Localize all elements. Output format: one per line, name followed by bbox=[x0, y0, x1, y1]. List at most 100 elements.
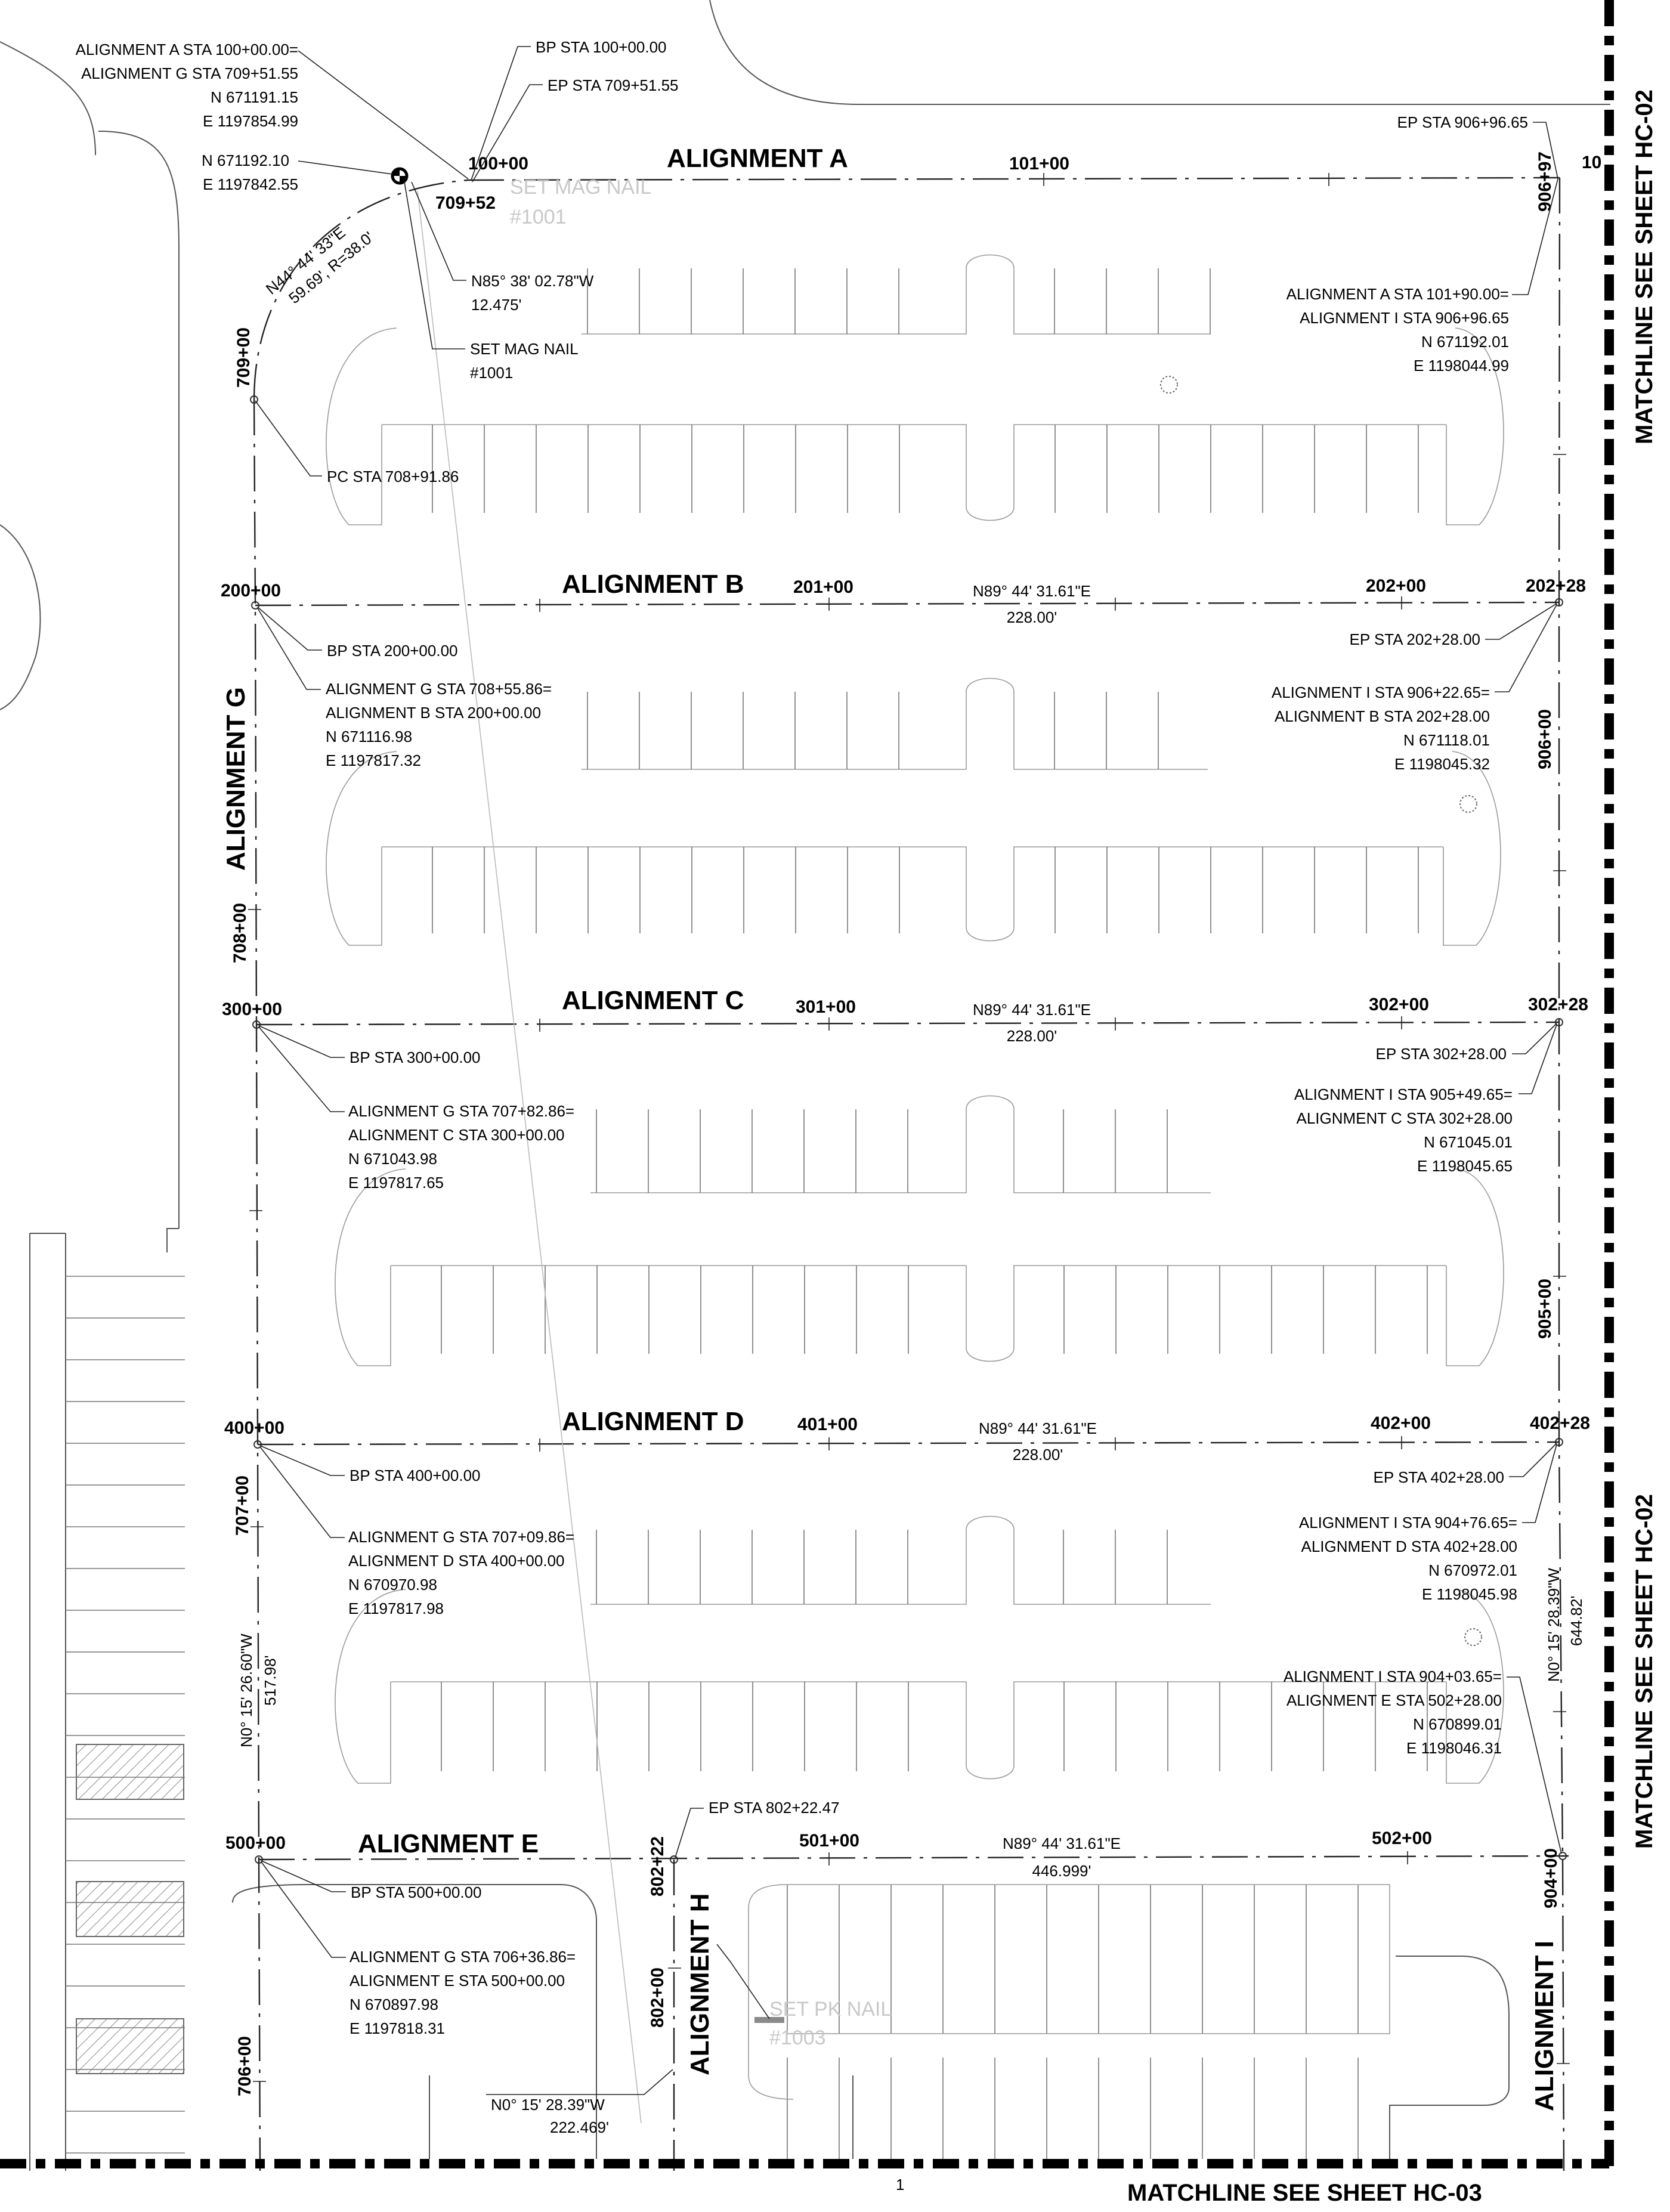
leader-b-start bbox=[257, 608, 321, 690]
callout-b-end-line-4: E 1198045.32 bbox=[1394, 755, 1490, 773]
leader-bp-300 bbox=[258, 1025, 345, 1058]
lot-1-left-curve bbox=[326, 327, 397, 525]
station-e502: 502+00 bbox=[1372, 1829, 1432, 1848]
station-a101: 101+00 bbox=[1009, 154, 1069, 174]
bearing-g-line-1: N0° 15' 26.60"W bbox=[237, 1634, 255, 1747]
lower-island-right bbox=[1389, 1956, 1510, 2159]
callout-mag-ghost-1: SET MAG NAIL bbox=[510, 176, 651, 199]
lot-3-left-curve bbox=[335, 1168, 406, 1366]
site-linework bbox=[0, 0, 1610, 2171]
callout-pt-ne-line-1: N 671192.10 bbox=[202, 151, 289, 169]
leader-ep-202 bbox=[1485, 603, 1557, 640]
callout-d-end-line-4: E 1198045.98 bbox=[1422, 1585, 1517, 1603]
alignment-i-title: ALIGNMENT I bbox=[1530, 1941, 1559, 2111]
station-i90400: 904+00 bbox=[1541, 1848, 1561, 1908]
alignment-g-title: ALIGNMENT G bbox=[221, 687, 250, 871]
lot-2-left-curve bbox=[326, 751, 397, 946]
callout-mag-tie: N85° 38' 02.78"W 12.475' bbox=[471, 272, 594, 314]
tree-symbol-0 bbox=[1160, 376, 1178, 394]
callout-d-start-line-2: ALIGNMENT D STA 400+00.00 bbox=[348, 1552, 565, 1570]
bearing-c-line-2: 228.00' bbox=[1007, 1027, 1057, 1045]
leader-b-end bbox=[1495, 604, 1557, 692]
callout-b-start-line-2: ALIGNMENT B STA 200+00.00 bbox=[326, 704, 541, 722]
station-labels: 100+00 101+00 10 709+52 906+97 709+00 20… bbox=[221, 151, 1601, 2096]
callout-bp-300: BP STA 300+00.00 bbox=[350, 1048, 481, 1066]
leader-a-start bbox=[298, 50, 469, 180]
lot-1-right-curve bbox=[1446, 327, 1504, 525]
leader-d-start bbox=[259, 1446, 345, 1538]
leader-lines bbox=[255, 46, 1562, 2019]
road-edge-left bbox=[98, 131, 180, 1229]
callout-d-start-line-1: ALIGNMENT G STA 707+09.86= bbox=[348, 1528, 574, 1546]
station-d400: 400+00 bbox=[224, 1418, 284, 1438]
callout-mag-ghost-2: #1001 bbox=[510, 206, 567, 228]
bearing-e-line-1: N89° 44' 31.61"E bbox=[1003, 1834, 1121, 1852]
leader-ep-906 bbox=[1533, 122, 1558, 180]
centerline-alignment-b bbox=[255, 601, 1560, 607]
callout-ep-802: EP STA 802+22.47 bbox=[709, 1799, 840, 1817]
callout-ep-402: EP STA 402+28.00 bbox=[1374, 1468, 1505, 1486]
callout-c-start-line-2: ALIGNMENT C STA 300+00.00 bbox=[348, 1126, 565, 1144]
station-c302: 302+00 bbox=[1369, 995, 1429, 1014]
callout-d-end-line-2: ALIGNMENT D STA 402+28.00 bbox=[1301, 1537, 1518, 1555]
callout-pc-708: PC STA 708+91.86 bbox=[327, 468, 459, 485]
matchline-label-right-bottom: MATCHLINE SEE SHEET HC-02 bbox=[1631, 1494, 1657, 1849]
lot-2-right-curve bbox=[1443, 751, 1501, 946]
bearing-e-line-2: 446.999' bbox=[1032, 1862, 1091, 1880]
callout-e-end-line-2: ALIGNMENT E STA 502+28.00 bbox=[1286, 1691, 1502, 1709]
tree-symbol-2 bbox=[1464, 1628, 1482, 1646]
centerline-alignment-e bbox=[258, 1855, 1569, 1861]
station-g70700: 707+00 bbox=[233, 1475, 252, 1536]
alignment-e-title: ALIGNMENT E bbox=[358, 1829, 539, 1858]
callout-c-end-line-3: N 671045.01 bbox=[1424, 1133, 1513, 1151]
callout-b-end-line-3: N 671118.01 bbox=[1403, 731, 1490, 749]
mag-nail-marker bbox=[391, 167, 409, 185]
callout-mag-tie-line-1: N85° 38' 02.78"W bbox=[471, 272, 594, 290]
callout-c-end-line-4: E 1198045.65 bbox=[1417, 1157, 1513, 1175]
callout-d-end: ALIGNMENT I STA 904+76.65= ALIGNMENT D S… bbox=[1299, 1514, 1517, 1603]
station-h80222: 802+22 bbox=[648, 1836, 667, 1897]
callout-e-start-line-3: N 670897.98 bbox=[350, 1996, 438, 2013]
leader-c-end bbox=[1519, 1024, 1557, 1094]
callout-a-end-line-2: ALIGNMENT I STA 906+96.65 bbox=[1300, 309, 1509, 327]
station-d401: 401+00 bbox=[797, 1415, 858, 1434]
station-ticks bbox=[248, 173, 1570, 2082]
callout-b-start: ALIGNMENT G STA 708+55.86= ALIGNMENT B S… bbox=[326, 680, 552, 769]
bearing-d-line-2: 228.00' bbox=[1013, 1446, 1063, 1464]
callout-e-end: ALIGNMENT I STA 904+03.65= ALIGNMENT E S… bbox=[1284, 1667, 1502, 1757]
centerline-alignment-a bbox=[468, 177, 1560, 181]
centerline-alignment-c bbox=[256, 1021, 1560, 1026]
callout-pk-ghost-2: #1003 bbox=[769, 2027, 826, 2049]
callout-c-start-line-4: E 1197817.65 bbox=[348, 1174, 444, 1192]
callout-c-end: ALIGNMENT I STA 905+49.65= ALIGNMENT C S… bbox=[1294, 1085, 1513, 1175]
lot-2-island-top bbox=[582, 677, 1208, 770]
bearing-g-line-2: 517.98' bbox=[261, 1656, 279, 1706]
alignment-centerlines bbox=[248, 173, 1570, 2171]
callout-c-end-line-2: ALIGNMENT C STA 302+28.00 bbox=[1297, 1109, 1513, 1127]
callout-c-start-line-3: N 671043.98 bbox=[348, 1150, 437, 1168]
parking-lots bbox=[66, 254, 1504, 2159]
callout-ep-202: EP STA 202+28.00 bbox=[1350, 630, 1481, 648]
leader-bp-200 bbox=[257, 607, 322, 651]
station-c300: 300+00 bbox=[222, 1000, 282, 1019]
callout-curve: N44° 44' 33"E 59.69', R=38.0' bbox=[262, 223, 377, 307]
station-d40228: 402+28 bbox=[1530, 1413, 1590, 1433]
lot-2-island-bottom bbox=[382, 846, 1443, 942]
road-curve-left bbox=[0, 524, 41, 710]
callout-a-start-line-4: E 1197854.99 bbox=[203, 112, 298, 130]
leader-ep-709 bbox=[472, 84, 543, 182]
leader-pk-nail bbox=[716, 1944, 770, 2019]
leader-bp-400 bbox=[259, 1445, 345, 1476]
leader-pc bbox=[255, 400, 322, 477]
alignment-d-title: ALIGNMENT D bbox=[562, 1407, 744, 1436]
callout-a-end-line-4: E 1198044.99 bbox=[1414, 357, 1509, 375]
callout-ep-906: EP STA 906+96.65 bbox=[1397, 113, 1529, 131]
station-g70800: 708+00 bbox=[230, 903, 250, 963]
station-b20228: 202+28 bbox=[1526, 576, 1586, 596]
matchline-label-bottom: MATCHLINE SEE SHEET HC-03 bbox=[1127, 2180, 1482, 2206]
bearing-b-line-2: 228.00' bbox=[1007, 608, 1057, 626]
leader-a-end bbox=[1512, 178, 1558, 295]
lot-4-left-curve bbox=[335, 1589, 406, 1784]
callout-d-start: ALIGNMENT G STA 707+09.86= ALIGNMENT D S… bbox=[348, 1528, 574, 1617]
station-i90500: 905+00 bbox=[1535, 1279, 1555, 1339]
